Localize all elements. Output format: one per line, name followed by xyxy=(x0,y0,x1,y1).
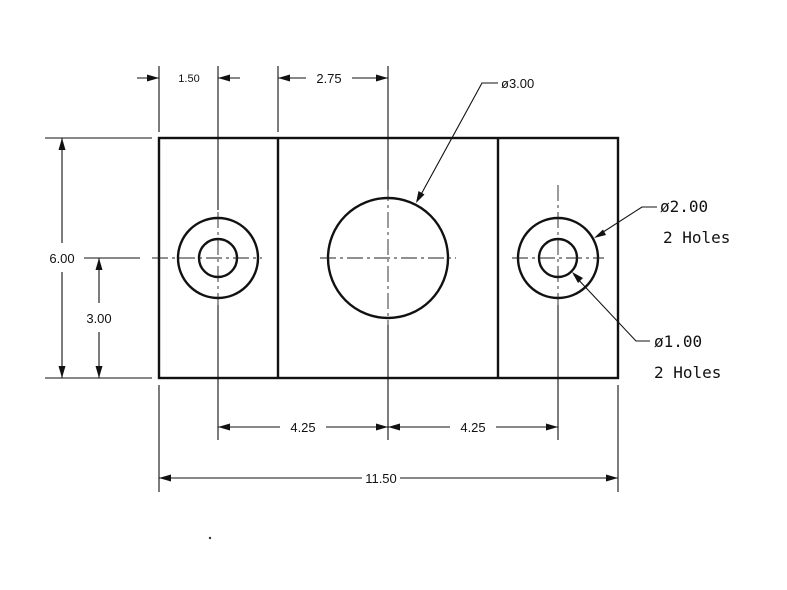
dim-arrow xyxy=(58,366,66,378)
callout-small-holes: ø1.00 2 Holes xyxy=(572,272,721,382)
leader-arrow xyxy=(416,191,425,203)
dim-arrow xyxy=(606,474,618,482)
dim-arrow xyxy=(376,74,388,82)
dim-text-11-50: 11.50 xyxy=(365,471,397,486)
callout-large-holes: ø2.00 2 Holes xyxy=(594,197,730,247)
callout-text-large-diameter: ø2.00 xyxy=(660,197,708,216)
center-lines xyxy=(152,185,604,330)
dimension-2-75: 2.75 xyxy=(278,71,388,86)
dim-text-3-00: 3.00 xyxy=(86,311,111,326)
dimension-6-00: 6.00 xyxy=(49,138,75,378)
leader-arrow xyxy=(594,229,606,238)
dim-text-6-00: 6.00 xyxy=(49,251,74,266)
dimension-4-25-right: 4.25 xyxy=(388,420,558,435)
dim-text-2-75: 2.75 xyxy=(316,71,341,86)
dimension-1-50: 1.50 xyxy=(137,73,240,85)
dimension-3-00: 3.00 xyxy=(84,257,140,378)
dim-arrow xyxy=(218,74,230,82)
leader-line xyxy=(417,82,498,201)
dim-arrow xyxy=(58,138,66,150)
dim-arrow xyxy=(218,423,230,431)
callout-text-large-count: 2 Holes xyxy=(663,228,730,247)
callout-text-small-diameter: ø1.00 xyxy=(654,332,702,351)
leader-line xyxy=(573,274,650,342)
dim-arrow xyxy=(388,423,400,431)
dim-arrow xyxy=(95,258,103,270)
dim-text-1-50: 1.50 xyxy=(178,73,199,85)
dim-arrow xyxy=(95,366,103,378)
dim-arrow xyxy=(278,74,290,82)
dim-text-4-25-right: 4.25 xyxy=(460,420,485,435)
callout-text-small-count: 2 Holes xyxy=(654,363,721,382)
dim-arrow xyxy=(159,474,171,482)
dim-arrow xyxy=(376,423,388,431)
callout-text-center-hole: ø3.00 xyxy=(501,76,534,91)
dimension-4-25-left: 4.25 xyxy=(218,420,388,435)
leader-line xyxy=(596,206,657,237)
dim-arrow xyxy=(546,423,558,431)
dim-text-4-25-left: 4.25 xyxy=(290,420,315,435)
callout-center-hole: ø3.00 xyxy=(416,76,534,203)
leader-arrow xyxy=(572,272,583,283)
scan-speck xyxy=(208,536,212,540)
dim-arrow xyxy=(147,74,159,82)
dimension-11-50: 11.50 xyxy=(159,471,618,486)
extension-lines xyxy=(45,66,619,492)
